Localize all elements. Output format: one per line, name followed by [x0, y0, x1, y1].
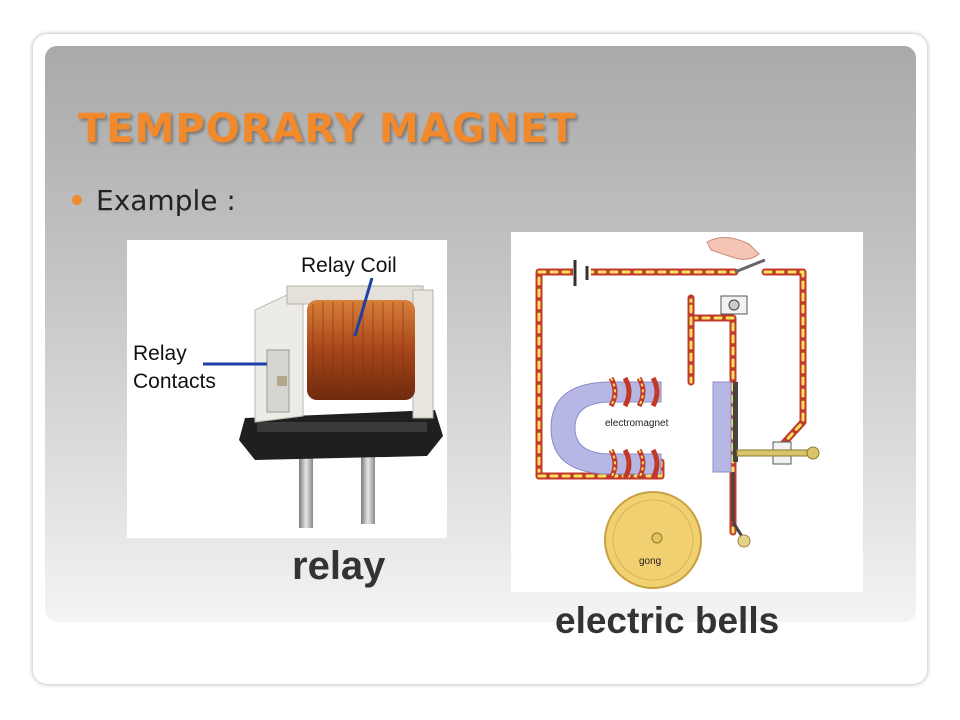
label-relay-contacts-line2: Contacts	[133, 370, 216, 393]
relay-frame-side	[412, 289, 434, 419]
relay-contact-point	[277, 376, 287, 386]
adjusting-screw-knob	[806, 446, 820, 460]
spring-strip	[733, 382, 738, 462]
slide-title: TEMPORARY MAGNET	[78, 106, 577, 152]
label-electromagnet: electromagnet	[605, 418, 669, 429]
adjusting-screw	[736, 449, 810, 457]
armature	[712, 381, 732, 473]
bullet-item: Example :	[72, 182, 236, 218]
gong-ring	[612, 499, 694, 581]
finger-icon	[706, 237, 760, 260]
bullet-dot-icon	[72, 195, 82, 205]
gong-bolt-icon	[651, 532, 663, 544]
hammer-head	[737, 534, 751, 548]
label-relay-coil: Relay Coil	[301, 254, 397, 277]
label-gong: gong	[639, 556, 661, 567]
relay-coil-pointer	[353, 277, 374, 337]
label-relay-contacts-line1: Relay	[133, 342, 187, 365]
relay-coil	[307, 300, 415, 400]
electric-bell-image: electromagnet gong	[511, 232, 863, 592]
relay-caption: relay	[292, 544, 386, 588]
switch-lever	[734, 258, 766, 274]
bullet-text: Example :	[96, 183, 236, 217]
relay-image: Relay Coil Relay Contacts	[127, 240, 447, 538]
relay-base-ridge	[257, 422, 427, 432]
contact-screw-icon	[728, 299, 740, 311]
electric-bells-caption: electric bells	[555, 600, 780, 641]
